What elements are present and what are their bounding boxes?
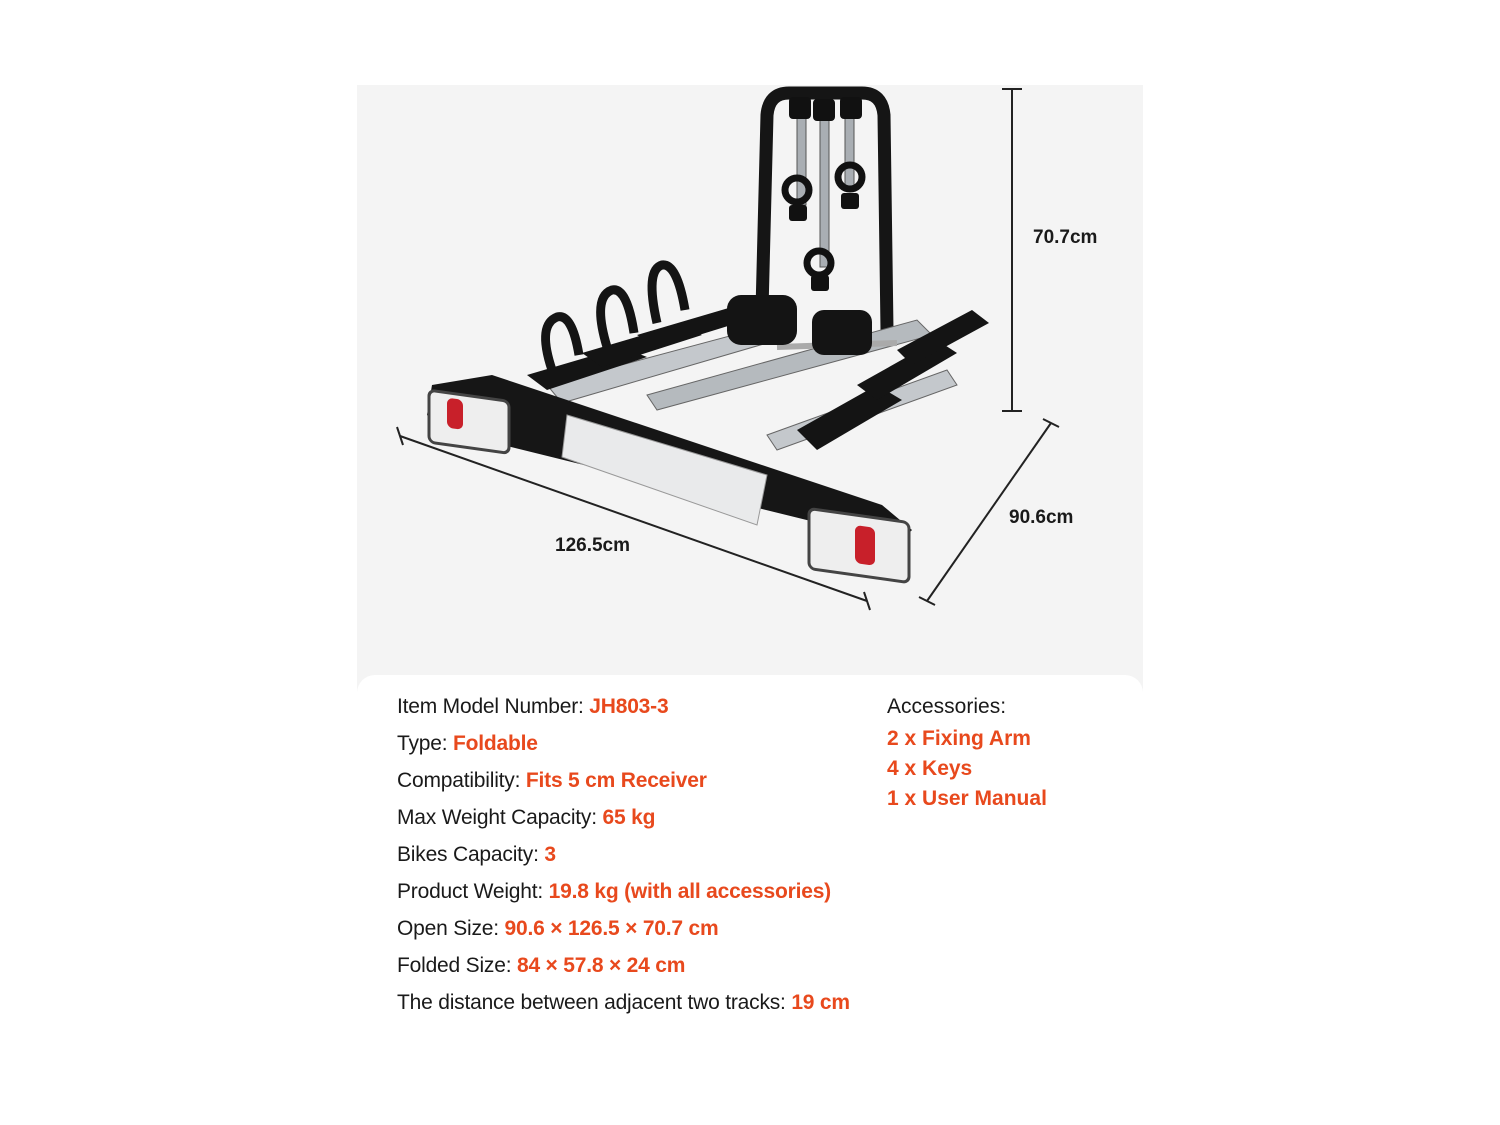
tail-lights bbox=[427, 389, 911, 584]
accessories-title: Accessories: bbox=[887, 695, 1007, 718]
product-figure: 70.7cm 126.5cm 90.6cm bbox=[357, 85, 1143, 675]
accessory-item: 2 x Fixing Arm bbox=[887, 727, 1031, 750]
upright-frame bbox=[755, 86, 894, 337]
wheel-trays bbox=[527, 295, 989, 450]
height-dimension-label: 70.7cm bbox=[1033, 227, 1098, 248]
spec-bikes-capacity: Bikes Capacity: 3 bbox=[397, 843, 556, 866]
spec-max-weight: Max Weight Capacity: 65 kg bbox=[397, 806, 656, 829]
depth-dimension-label: 90.6cm bbox=[1009, 507, 1074, 528]
spec-panel: Item Model Number: JH803-3 Type: Foldabl… bbox=[357, 675, 1143, 1039]
accessory-item: 1 x User Manual bbox=[887, 787, 1047, 810]
bike-carrier-illustration bbox=[396, 86, 1060, 611]
accessory-item: 4 x Keys bbox=[887, 757, 973, 780]
spec-open-size: Open Size: 90.6 × 126.5 × 70.7 cm bbox=[397, 917, 719, 940]
spec-type: Type: Foldable bbox=[397, 732, 538, 755]
length-dimension-label: 126.5cm bbox=[555, 535, 631, 556]
base-bar bbox=[427, 375, 912, 545]
spec-model-number: Item Model Number: JH803-3 bbox=[397, 695, 669, 718]
spec-compatibility: Compatibility: Fits 5 cm Receiver bbox=[397, 769, 707, 792]
product-card: 70.7cm 126.5cm 90.6cm Item Model Number:… bbox=[357, 85, 1143, 1039]
spec-folded-size: Folded Size: 84 × 57.8 × 24 cm bbox=[397, 954, 686, 977]
spec-product-weight: Product Weight: 19.8 kg (with all access… bbox=[397, 880, 831, 903]
wheel-straps bbox=[541, 260, 690, 372]
dimension-lines bbox=[396, 88, 1060, 611]
spec-track-distance: The distance between adjacent two tracks… bbox=[397, 991, 850, 1014]
